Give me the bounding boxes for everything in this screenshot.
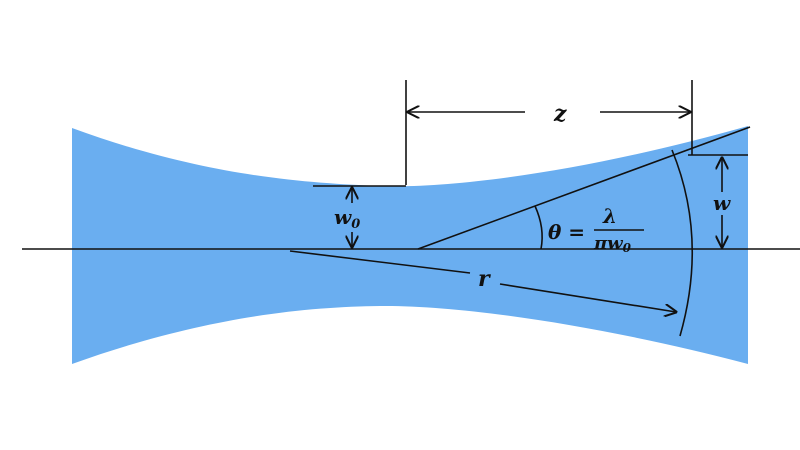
w-label: w [713,191,731,215]
theta-denominator: πw0 [593,233,632,255]
theta-numerator: λ [602,204,617,228]
theta-arc [534,205,543,250]
r-arrow-end [499,283,676,312]
beam-profile [72,126,748,364]
theta-lhs: θ = [548,220,585,244]
wavefront-arc [671,149,694,337]
z-label: z [553,101,567,127]
r-arrow-start [289,250,471,274]
divergence-line [417,126,751,250]
r-label: r [478,266,491,292]
w0-label: w0 [334,205,360,232]
